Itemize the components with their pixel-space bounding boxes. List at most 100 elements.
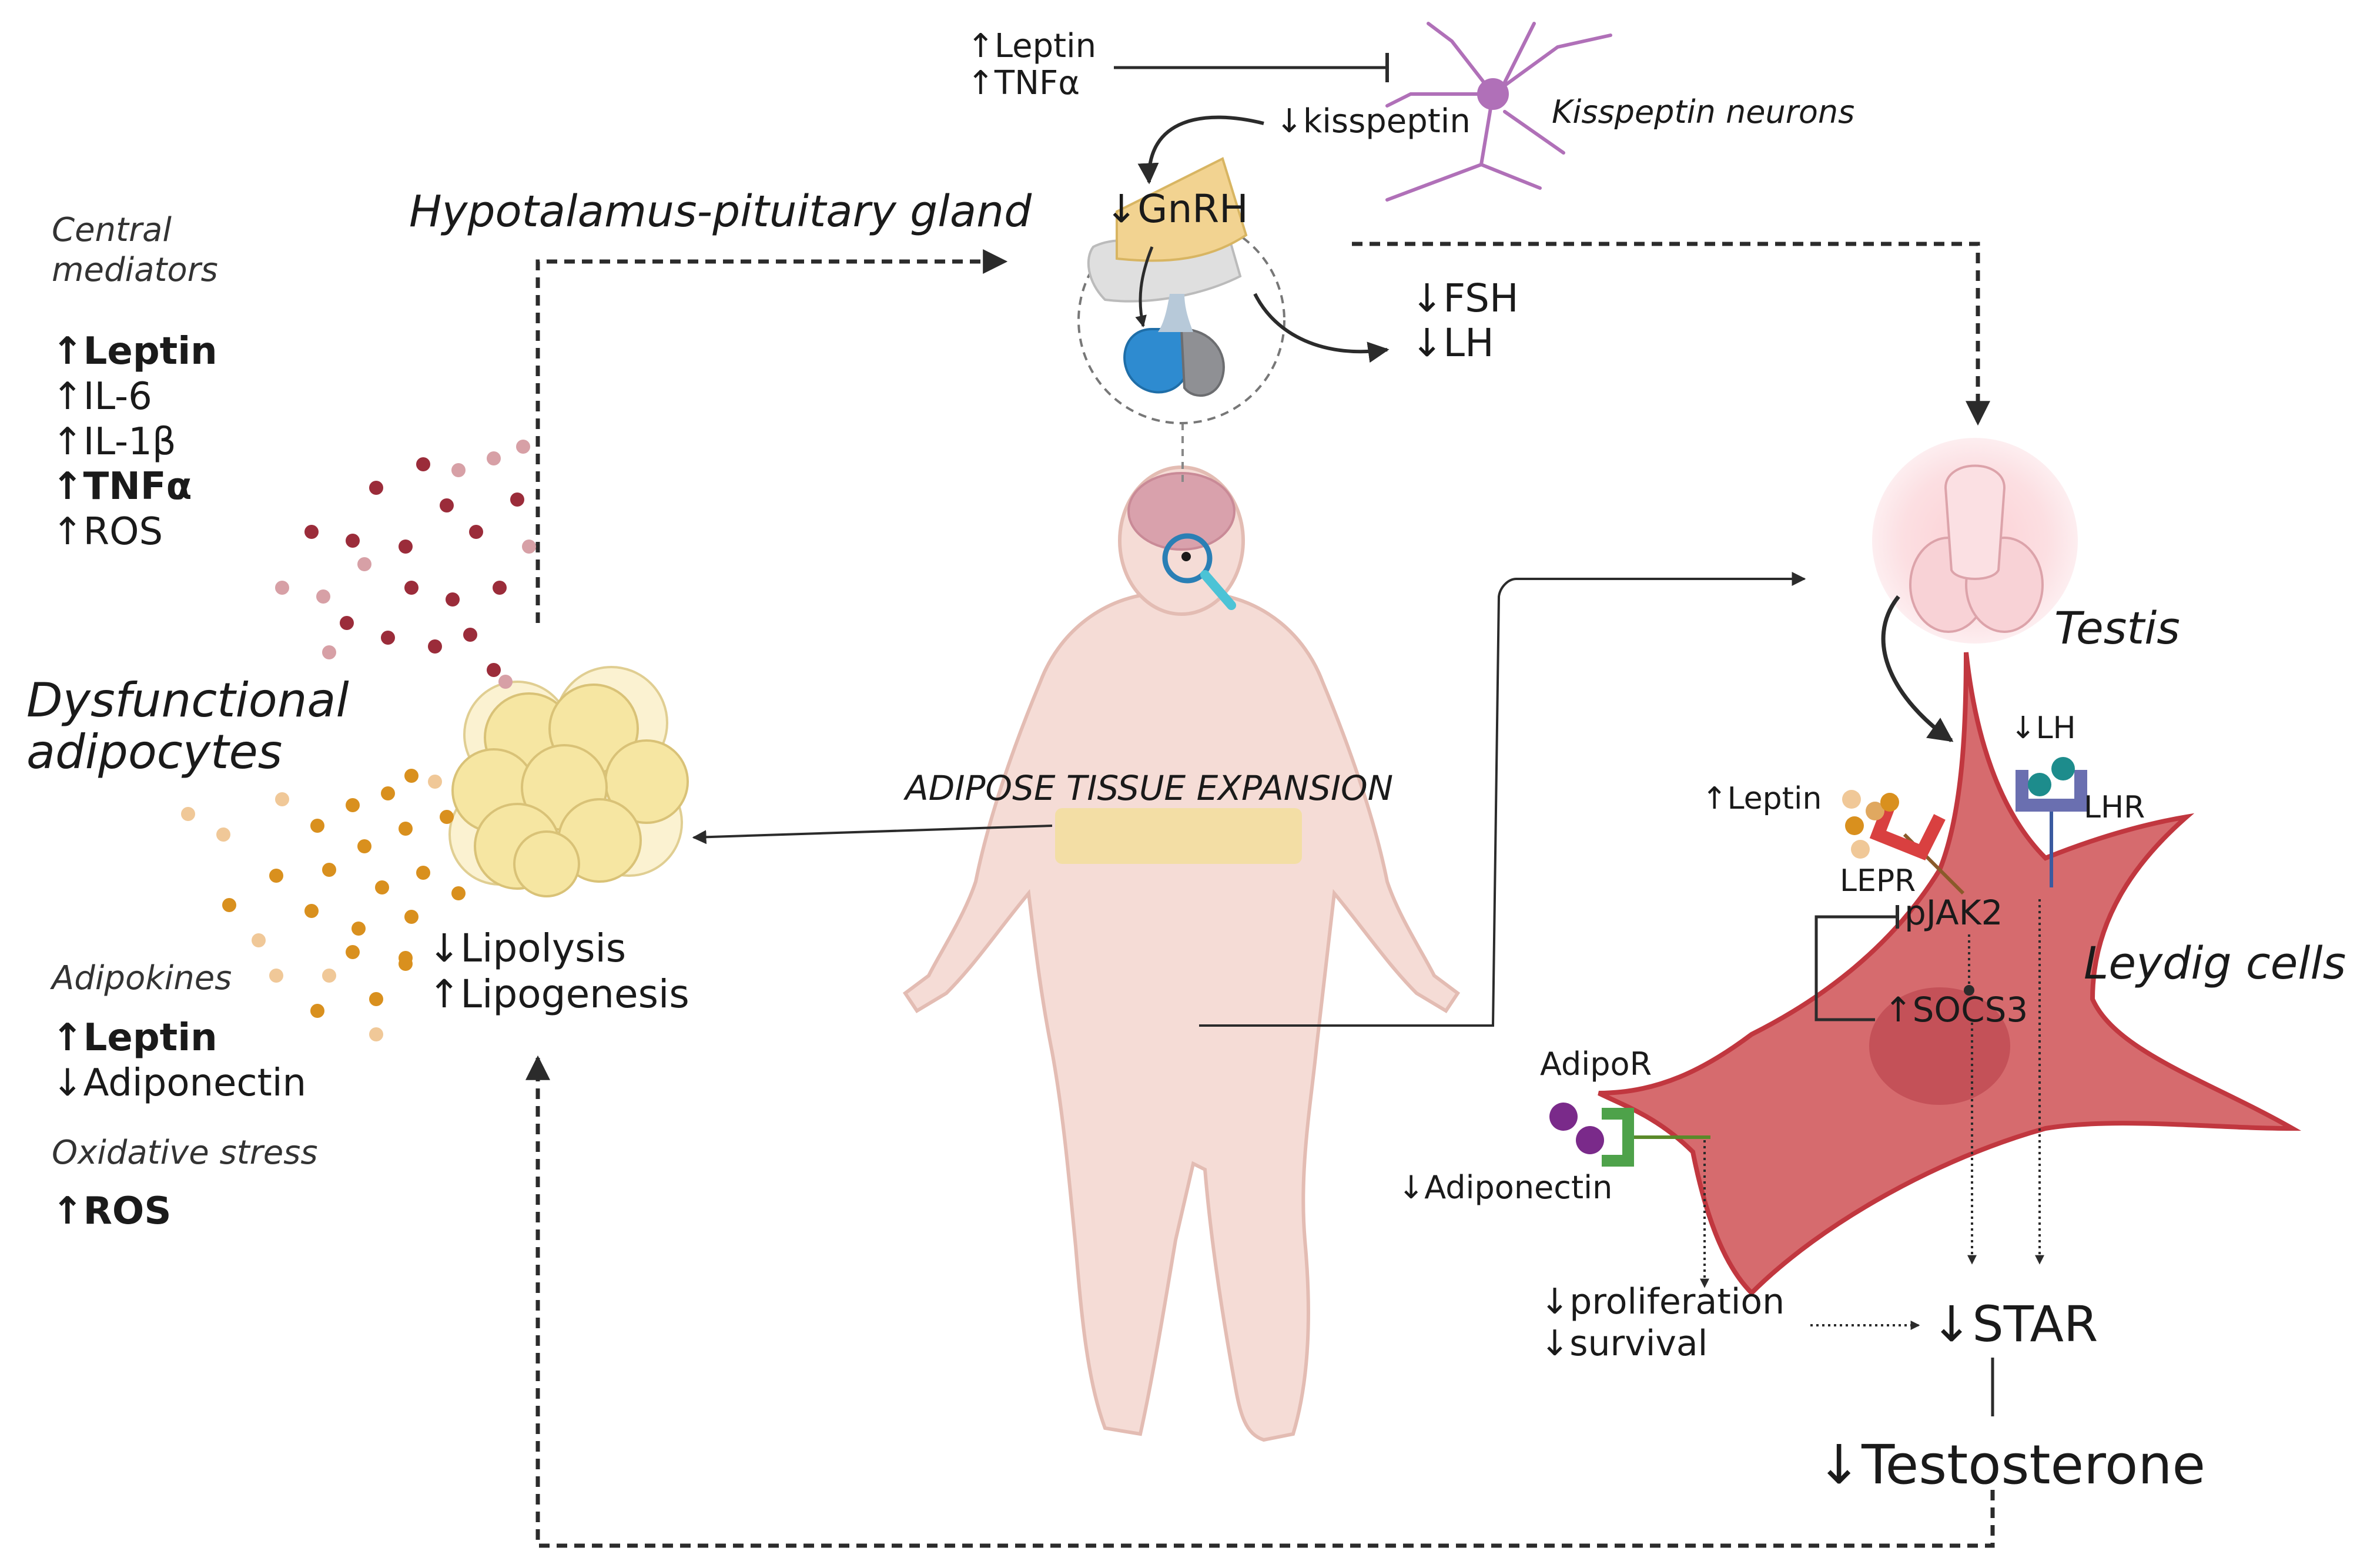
- top-tnfa: ↑TNFα: [967, 63, 1080, 102]
- top-mediators: ↑Leptin ↑TNFα: [967, 28, 1096, 102]
- adipokine-dot: [404, 769, 419, 783]
- lh-ligand: [2051, 757, 2075, 780]
- lipolysis-label: ↓Lipolysis: [428, 926, 627, 971]
- ros-dot: [469, 525, 483, 539]
- dashed-arrow-to-hypothalamus: [535, 249, 1008, 623]
- pituitary-diagram: [1077, 157, 1285, 424]
- adipokine-dot: [275, 792, 289, 806]
- central-mediators-line-1: Central: [52, 211, 172, 249]
- central-il1b: ↑IL-1β: [52, 420, 176, 464]
- adipor-receptor: [1549, 1103, 1710, 1167]
- lh-label: ↓LH: [1411, 320, 1494, 366]
- adipokine-dot: [451, 886, 466, 900]
- neuron-dendrite: [1503, 110, 1565, 155]
- adipokine-adiponectin: ↓Adiponectin: [52, 1061, 307, 1105]
- adipokine-dot: [351, 922, 366, 936]
- lepr-label: LEPR: [1840, 863, 1916, 899]
- adipokine-dot: [369, 992, 383, 1006]
- ros-dot: [316, 589, 330, 604]
- adipokine-dot: [399, 957, 413, 971]
- adipokine-dot: [357, 839, 371, 853]
- ros-dot: [510, 492, 524, 507]
- ros-dot: [304, 525, 319, 539]
- ros-dot: [487, 663, 501, 677]
- central-leptin: ↑Leptin: [52, 330, 217, 373]
- body-figure: [902, 423, 1461, 1442]
- ros-dot: [357, 557, 371, 571]
- survival-label: ↓survival: [1540, 1322, 1708, 1364]
- adipokines-title: Adipokines: [52, 959, 232, 997]
- gnrh-label: ↓GnRH: [1105, 186, 1248, 232]
- ros-dot: [451, 463, 466, 477]
- ros-dot: [404, 581, 419, 595]
- star-label: ↓STAR: [1931, 1295, 2098, 1353]
- stalk: [1158, 294, 1193, 332]
- adipokine-dot: [252, 933, 266, 947]
- adipokine-dot: [310, 819, 324, 833]
- adiponectin-ligand: [1549, 1103, 1578, 1131]
- dysfunctional-line-2: adipocytes: [26, 725, 283, 779]
- testis-label: Testis: [2054, 602, 2180, 654]
- lh-ligand: [2028, 773, 2051, 796]
- leptin-ligand: [1851, 840, 1870, 859]
- lhr-receptor: [2016, 757, 2087, 887]
- adipokine-dot: [304, 904, 319, 918]
- testis-to-leydig-arrow: [1881, 595, 1954, 742]
- arrow-to-adipocytes: [692, 825, 1053, 845]
- leptin-cell-label: ↑Leptin: [1702, 781, 1822, 816]
- adiponectin-ligand: [1576, 1126, 1604, 1154]
- lipid-metabolism: ↓Lipolysis ↑Lipogenesis: [428, 926, 689, 1017]
- adipose-belt: [1055, 808, 1302, 864]
- lepr-cup: [1869, 794, 1946, 860]
- body-silhouette: [902, 592, 1461, 1442]
- adipocyte: [513, 830, 580, 897]
- ros-dots: [304, 457, 524, 677]
- ros-dot: [369, 481, 383, 495]
- oxidative-ros: ↑ROS: [52, 1190, 172, 1233]
- adipokine-dot: [346, 798, 360, 812]
- proliferation-label: ↓proliferation: [1540, 1281, 1785, 1322]
- ros-dot: [446, 592, 460, 607]
- adiponectin-cell-label: ↓Adiponectin: [1398, 1169, 1613, 1206]
- adipokine-dot: [404, 910, 419, 924]
- central-ros: ↑ROS: [52, 510, 163, 554]
- neuron-dendrite: [1385, 92, 1495, 108]
- ros-dot: [428, 639, 442, 654]
- arrow-to-testis: [1199, 572, 1806, 1027]
- adipokine-leptin: ↑Leptin: [52, 1016, 217, 1060]
- leydig-cell-body: [1598, 652, 2302, 1296]
- adipor-label: AdipoR: [1540, 1046, 1652, 1083]
- ros-dot: [346, 534, 360, 548]
- neuron-dendrite: [1479, 163, 1542, 190]
- ros-dot: [322, 645, 336, 659]
- leptin-ligand: [1845, 816, 1864, 835]
- adipokine-dots-light: [181, 775, 442, 1041]
- neuron-dendrite: [1503, 22, 1536, 84]
- ros-dot: [522, 540, 536, 554]
- central-mediators-label: Central mediators: [52, 210, 218, 291]
- ros-dot: [516, 440, 530, 454]
- adipokine-dot: [369, 1027, 383, 1041]
- ros-dot: [440, 498, 454, 512]
- kisspeptin-arrow: [1137, 115, 1264, 185]
- leydig-nucleus: [1869, 987, 2010, 1105]
- adipokine-dot: [269, 869, 283, 883]
- gnrh-release-arrow: [1135, 246, 1154, 327]
- adipose-expansion-label: ADIPOSE TISSUE EXPANSION: [905, 768, 1394, 808]
- ros-dot: [487, 451, 501, 465]
- top-leptin: ↑Leptin: [967, 27, 1097, 65]
- leydig-cell: [1598, 652, 2302, 1296]
- penis: [1944, 464, 2006, 580]
- adipokine-dot: [322, 863, 336, 877]
- central-il6: ↑IL-6: [52, 374, 152, 418]
- adipokines-list: ↑Leptin ↓Adiponectin: [52, 1016, 306, 1106]
- posterior-pituitary: [1180, 327, 1225, 397]
- adipokine-dot: [381, 786, 395, 800]
- testosterone-label: ↓Testosterone: [1816, 1433, 2206, 1496]
- oxidative-stress-title: Oxidative stress: [52, 1134, 318, 1172]
- dysfunctional-line-1: Dysfunctional: [26, 673, 349, 728]
- testis-illustration: [1872, 438, 2078, 644]
- cell-outcomes: ↓proliferation ↓survival: [1540, 1281, 1785, 1365]
- central-mediators-line-2: mediators: [52, 251, 218, 290]
- adipokine-dot: [375, 880, 389, 894]
